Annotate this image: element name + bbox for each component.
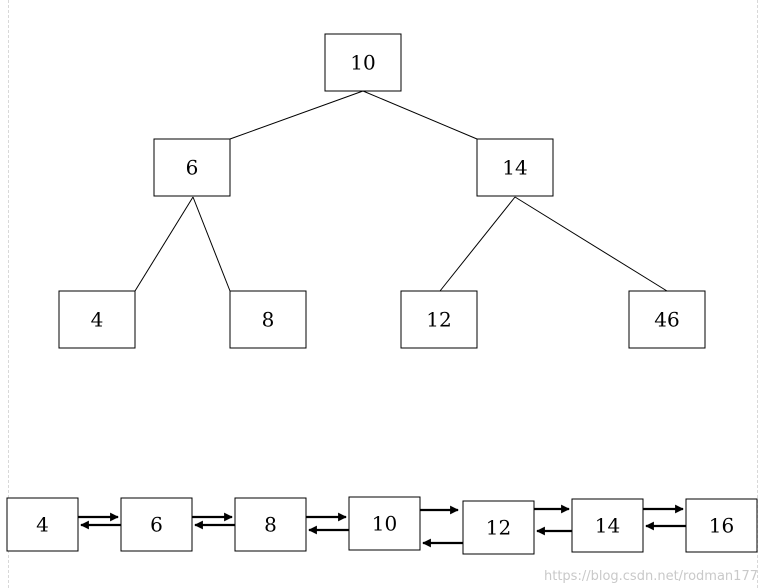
list-node: 8 [234,497,307,552]
list-nodes: 4 6 8 10 12 14 16 [6,496,758,555]
edge-10-14 [362,90,478,140]
list-node-label: 8 [264,513,277,537]
left-border-line [8,0,9,588]
edge-6-4 [134,196,194,292]
edge-14-46 [514,196,668,292]
list-node-label: 4 [36,513,49,537]
list-node: 10 [348,496,421,551]
tree-node-right-right: 46 [628,290,706,349]
list-node: 16 [685,498,758,553]
list-arrows [78,504,686,548]
tree-node-label: 14 [502,156,527,180]
tree-node-right: 14 [476,138,554,197]
tree-node-label: 10 [350,51,375,75]
list-node: 6 [120,497,193,552]
tree-node-label: 46 [654,308,679,332]
right-border-line [757,0,758,588]
tree-node-label: 8 [262,308,275,332]
list-node-label: 12 [486,516,511,540]
edge-14-12 [439,196,516,292]
list-node-label: 6 [150,513,163,537]
tree-node-label: 4 [91,308,104,332]
list-node-label: 16 [709,514,734,538]
edge-6-8 [192,196,231,292]
watermark-text: https://blog.csdn.net/rodman177 [543,569,758,584]
list-node-label: 10 [372,512,397,536]
list-node: 14 [571,498,644,553]
edge-10-6 [229,90,364,140]
tree-node-label: 6 [186,156,199,180]
tree-node-label: 12 [426,308,451,332]
tree-node-left-right: 8 [229,290,307,349]
tree-node-left: 6 [153,138,231,197]
tree-nodes: 10 6 14 4 8 12 46 [58,33,706,349]
tree-node-root: 10 [324,33,402,92]
list-node-label: 14 [595,514,620,538]
list-node: 12 [462,500,535,555]
list-node: 4 [6,497,79,552]
tree-node-left-left: 4 [58,290,136,349]
tree-node-right-left: 12 [400,290,478,349]
tree-edges [134,90,668,292]
